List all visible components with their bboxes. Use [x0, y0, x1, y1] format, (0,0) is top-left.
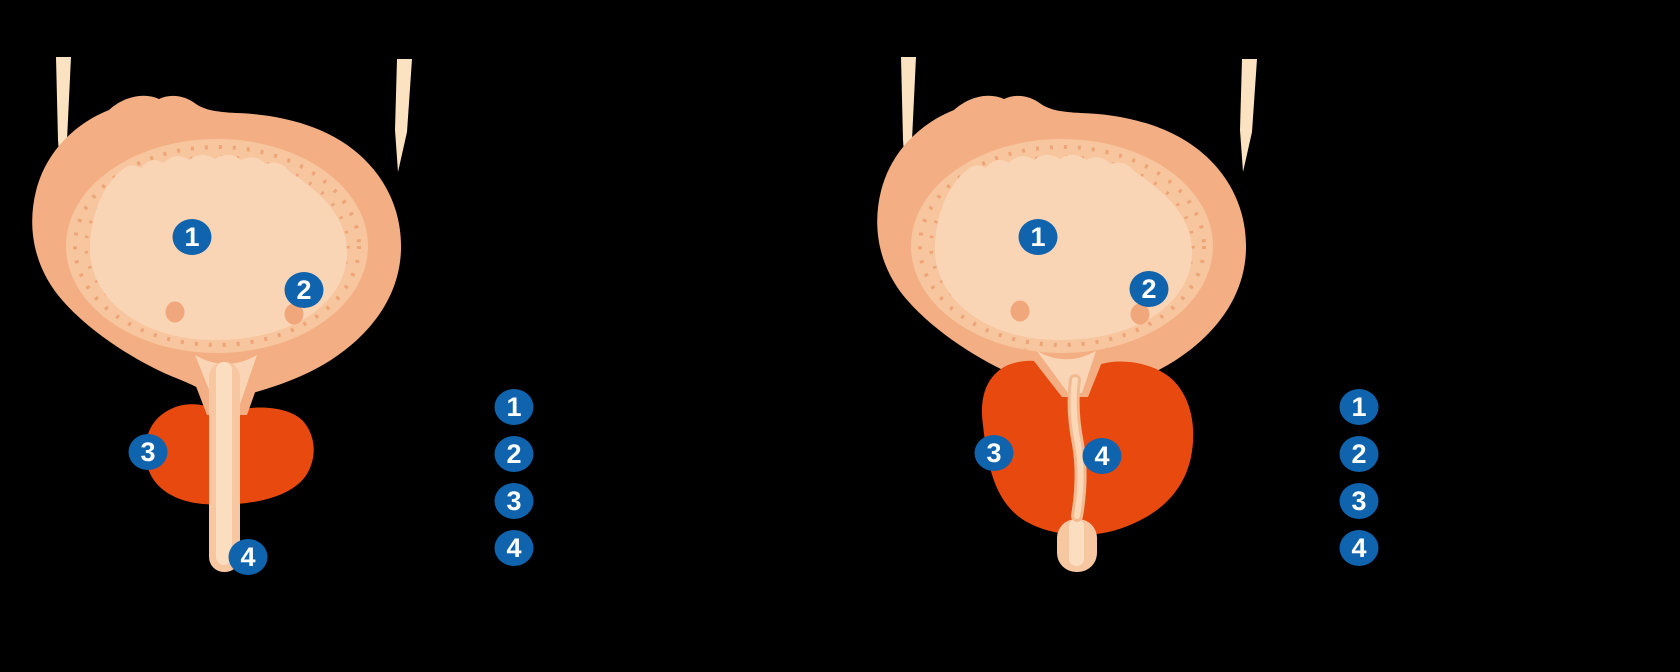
- legend-circle: [1339, 483, 1379, 519]
- legend-circle: [1339, 389, 1379, 425]
- ureteral-opening-right: [1130, 303, 1150, 325]
- bladder-neck-channel: [1037, 351, 1096, 393]
- callout-circle: [1082, 438, 1122, 474]
- legend-circle: [494, 436, 534, 472]
- legend-number: 1: [1351, 392, 1366, 422]
- bladder-interior: [935, 154, 1193, 341]
- callout-number: 2: [1141, 274, 1156, 304]
- callout-number: 2: [296, 275, 311, 305]
- callout-1-badge: 1: [1018, 219, 1058, 255]
- ureter-left-icon: [56, 57, 71, 168]
- legend-circle: [1339, 436, 1379, 472]
- legend-item-1: 1: [494, 389, 534, 425]
- callout-circle: [284, 272, 324, 308]
- urethra-lumen-highlight: [216, 362, 232, 565]
- compressed-urethra-core: [1070, 377, 1084, 519]
- legend-normal: 1 2 3 4: [494, 389, 534, 566]
- legend-number: 2: [1351, 439, 1366, 469]
- urethra-lumen-highlight: [1069, 519, 1084, 566]
- callout-1-badge: 1: [172, 219, 212, 255]
- callout-circle: [228, 539, 268, 575]
- callout-circle: [172, 219, 212, 255]
- legend-circle: [1339, 530, 1379, 566]
- panel-normal-prostate: 1 2 3 4 1 2 3: [32, 57, 534, 575]
- legend-circle: [494, 483, 534, 519]
- legend-circle: [494, 530, 534, 566]
- legend-number: 1: [506, 392, 521, 422]
- legend-enlarged: 1 2 3 4: [1339, 389, 1379, 566]
- callout-circle: [1129, 271, 1169, 307]
- callout-circle: [128, 434, 168, 470]
- callout-number: 1: [1030, 222, 1045, 252]
- ureteral-opening-right: [284, 303, 304, 325]
- muscle-speckle-ring-outer: [73, 145, 361, 347]
- ureteral-opening-left: [165, 301, 185, 323]
- legend-circle: [494, 389, 534, 425]
- legend-item-3: 3: [1339, 483, 1379, 519]
- legend-item-4: 4: [1339, 530, 1379, 566]
- legend-number: 4: [1351, 533, 1366, 563]
- legend-item-4: 4: [494, 530, 534, 566]
- callout-2-badge: 2: [284, 272, 324, 308]
- muscle-speckle-ring-inner: [929, 155, 1195, 337]
- legend-item-3: 3: [494, 483, 534, 519]
- muscle-speckle-ring-inner: [84, 155, 350, 337]
- ureter-left-icon: [901, 57, 916, 168]
- callout-number: 4: [240, 542, 255, 572]
- legend-item-1: 1: [1339, 389, 1379, 425]
- callout-number: 4: [1094, 441, 1109, 471]
- callout-number: 3: [986, 438, 1001, 468]
- callout-circle: [974, 435, 1014, 471]
- muscle-speckle-ring-outer: [918, 145, 1206, 347]
- ureteral-opening-left: [1010, 300, 1030, 322]
- callout-4-badge: 4: [1082, 438, 1122, 474]
- legend-item-2: 2: [1339, 436, 1379, 472]
- callout-number: 3: [140, 437, 155, 467]
- callout-3-badge: 3: [128, 434, 168, 470]
- legend-item-2: 2: [494, 436, 534, 472]
- bladder-interior: [90, 154, 348, 341]
- legend-number: 3: [1351, 486, 1366, 516]
- legend-number: 4: [506, 533, 521, 563]
- callout-number: 1: [184, 222, 199, 252]
- legend-number: 3: [506, 486, 521, 516]
- callout-2-badge: 2: [1129, 271, 1169, 307]
- panel-enlarged-prostate: 1 2 3 4 1 2 3: [877, 57, 1379, 572]
- ureter-right-icon: [395, 59, 412, 172]
- legend-number: 2: [506, 439, 521, 469]
- callout-circle: [1018, 219, 1058, 255]
- callout-3-badge: 3: [974, 435, 1014, 471]
- callout-4-badge: 4: [228, 539, 268, 575]
- ureter-right-icon: [1240, 59, 1257, 172]
